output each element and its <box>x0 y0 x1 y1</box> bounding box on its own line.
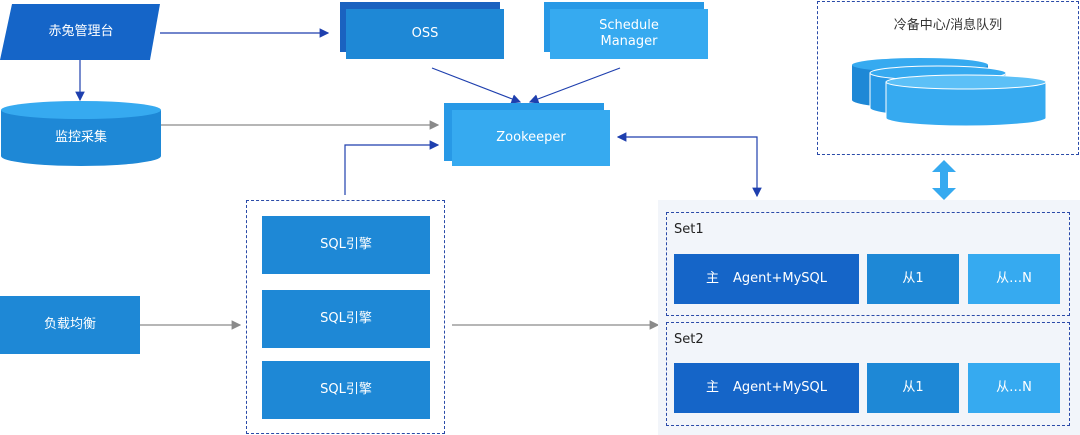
set1-slave1: 从1 <box>867 254 959 304</box>
monitor-cylinder <box>1 101 161 166</box>
set2-group <box>666 322 1070 426</box>
set1-master-tag: 主 <box>705 271 719 286</box>
sql-engine-3: SQL引擎 <box>262 361 430 419</box>
monitor-label: 监控采集 <box>54 130 107 145</box>
set1-slaven: 从…N <box>968 254 1060 304</box>
set2-slaven: 从…N <box>968 363 1060 413</box>
set1-title: Set1 <box>674 222 704 237</box>
oss-box: OSS <box>346 9 504 59</box>
sql-engine-2: SQL引擎 <box>262 290 430 348</box>
arrow-oss-zookeeper <box>431 67 522 104</box>
cold-backup-cylinders <box>852 58 1047 126</box>
arrow-schedule-zookeeper <box>528 67 621 104</box>
schedule-manager-box: Schedule Manager <box>550 9 708 59</box>
sql-engine-1: SQL引擎 <box>262 216 430 274</box>
load-balancer-box: 负载均衡 <box>0 296 140 354</box>
set2-master: 主 Agent+MySQL <box>674 363 859 413</box>
set1-master: 主 Agent+MySQL <box>674 254 859 304</box>
cold-backup-group <box>817 1 1079 155</box>
set2-master-text: Agent+MySQL <box>733 380 828 395</box>
set1-master-text: Agent+MySQL <box>733 271 828 286</box>
set1-group <box>666 212 1070 316</box>
set2-slave1: 从1 <box>867 363 959 413</box>
chitu-console-shape <box>0 4 160 60</box>
chitu-console-label: 赤兔管理台 <box>48 24 114 39</box>
zookeeper-box: Zookeeper <box>452 110 610 166</box>
sql-engine-group <box>246 200 445 434</box>
set2-title: Set2 <box>674 332 704 347</box>
cold-backup-title: 冷备中心/消息队列 <box>893 18 1003 33</box>
set2-master-tag: 主 <box>705 380 719 395</box>
arrow-zookeeper-sets <box>616 132 762 198</box>
arrow-sql-zookeeper <box>344 140 440 195</box>
double-arrow-cold-sets <box>932 160 956 200</box>
